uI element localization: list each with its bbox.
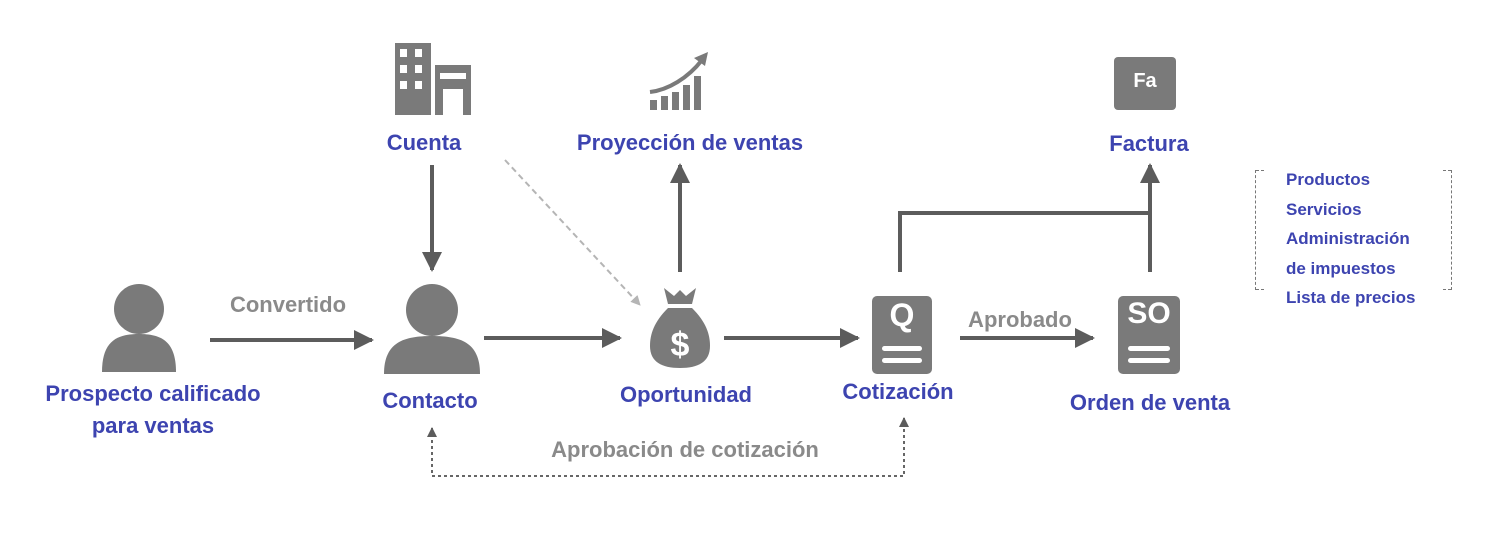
- quote-icon-line: [882, 346, 922, 351]
- edge-label-converted: Convertido: [229, 292, 347, 317]
- person-icon: [102, 284, 176, 372]
- prospect-label-line1: Prospecto calificado: [45, 381, 261, 406]
- side-list: Productos Servicios Administración de im…: [1286, 165, 1415, 313]
- quote-label: Cotización: [842, 379, 954, 404]
- side-list-item: Servicios: [1286, 199, 1362, 219]
- side-list-item: Administración: [1286, 229, 1410, 248]
- box-corner: [1443, 289, 1451, 290]
- sales-order-document-icon: SO: [1118, 296, 1180, 374]
- side-list-box: Productos Servicios Administración de im…: [1255, 170, 1452, 307]
- box-corner: [1256, 170, 1264, 171]
- side-list-item: de impuestos: [1286, 258, 1396, 278]
- invoice-label: Factura: [1109, 131, 1189, 156]
- arrow-account-to-opportunity: [504, 159, 641, 306]
- quote-icon-line: [882, 358, 922, 363]
- prospect-label: Prospecto calificado para ventas: [45, 378, 260, 442]
- building-icon: [395, 43, 471, 115]
- sales-order-icon-letter: SO: [1127, 297, 1171, 330]
- svg-text:$: $: [671, 326, 690, 364]
- contact-label: Contacto: [382, 388, 478, 413]
- sales-order-icon-line: [1128, 358, 1170, 363]
- quote-approval-loop: [427, 417, 909, 477]
- edge-label-quote-approval: Aprobación de cotización: [551, 437, 819, 462]
- line-quote-to-invoice: [898, 211, 1150, 272]
- quote-document-icon: Q: [872, 296, 932, 374]
- invoice-icon-letter: Fa: [1133, 70, 1157, 92]
- side-list-item: Productos: [1286, 170, 1371, 189]
- money-bag-icon: $: [650, 288, 710, 368]
- box-corner: [1443, 170, 1451, 171]
- quote-icon-letter: Q: [889, 297, 915, 333]
- opportunity-label: Oportunidad: [620, 382, 752, 407]
- prospect-label-line2: para ventas: [91, 413, 215, 438]
- edge-label-approved: Aprobado: [968, 307, 1072, 332]
- growth-chart-icon: [649, 52, 708, 110]
- invoice-icon: Fa: [1114, 57, 1176, 110]
- sales-order-icon-line: [1128, 346, 1170, 351]
- sales-order-label: Orden de venta: [1069, 390, 1231, 415]
- account-label: Cuenta: [386, 130, 462, 155]
- forecast-label: Proyección de ventas: [576, 130, 804, 155]
- side-list-item: Lista de precios: [1286, 288, 1416, 307]
- box-corner: [1256, 289, 1264, 290]
- person-icon: [384, 284, 480, 374]
